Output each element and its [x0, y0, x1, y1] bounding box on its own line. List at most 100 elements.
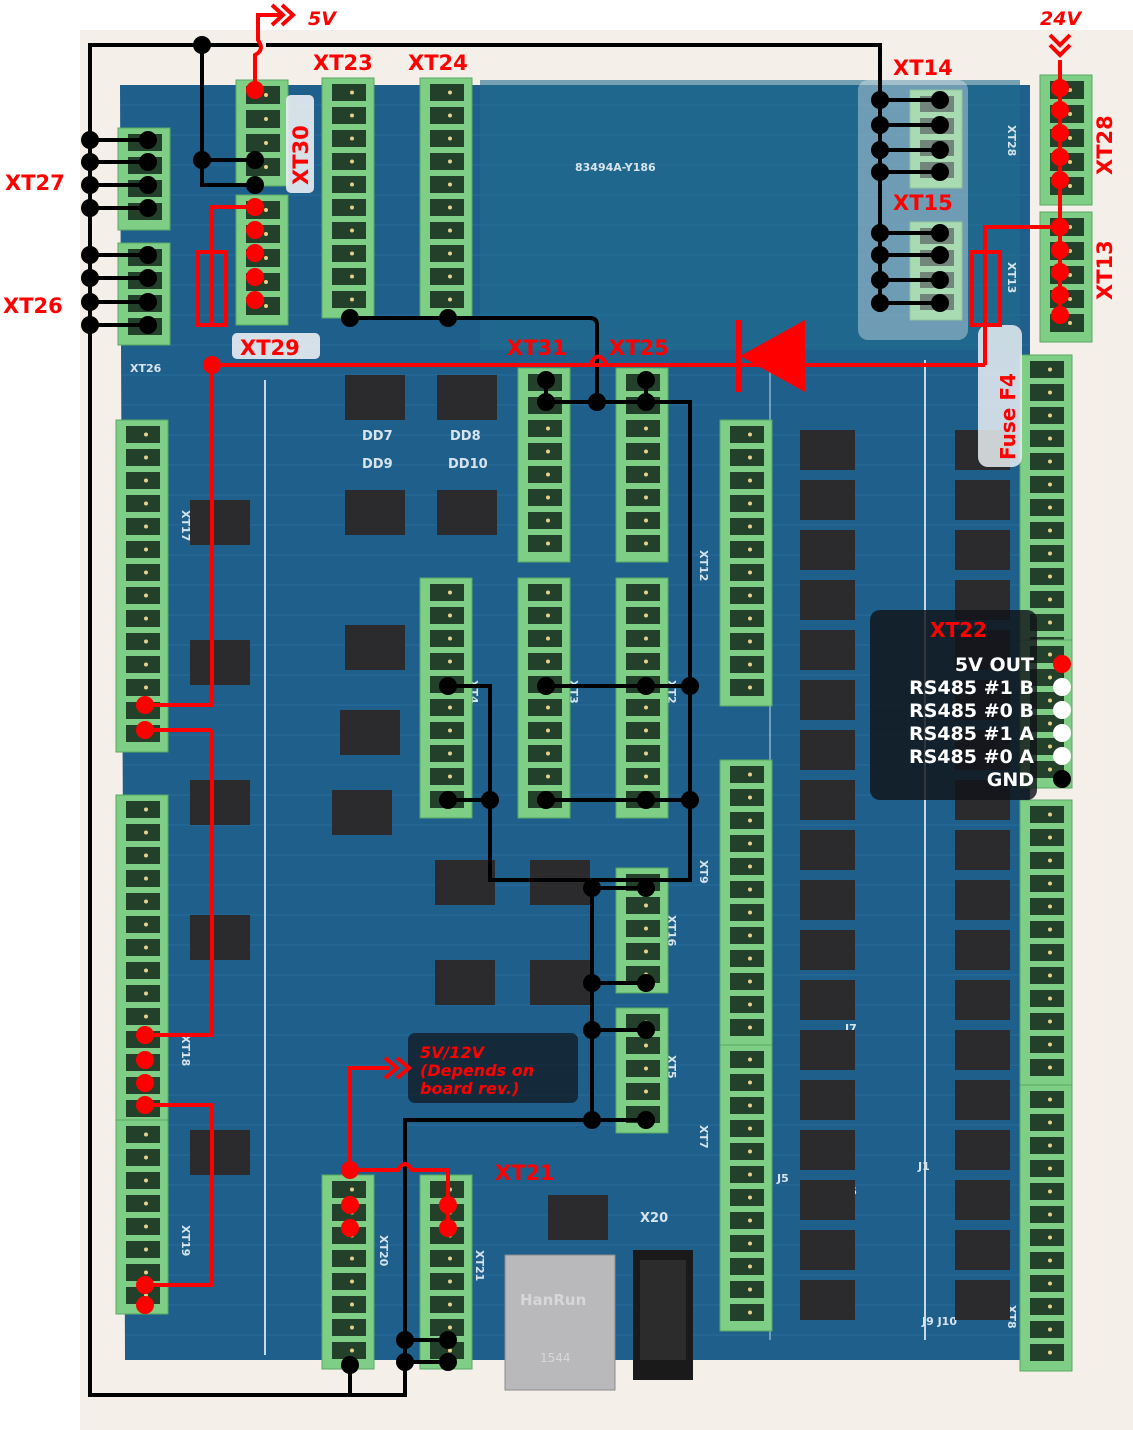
optocoupler [955, 1230, 1010, 1270]
terminal-pin [730, 1235, 764, 1252]
ic-chip [190, 915, 250, 960]
ground-node [139, 131, 157, 149]
terminal-pin [1030, 1183, 1064, 1200]
optocoupler [955, 930, 1010, 970]
terminal-pin [626, 420, 660, 437]
terminal-pin [730, 1074, 764, 1091]
xt25-label: XT25 [609, 336, 669, 360]
terminal-pin [332, 1181, 366, 1198]
terminal-pin [126, 870, 160, 887]
terminal-pin [730, 789, 764, 806]
ground-node [583, 974, 601, 992]
ic-dd8-label: DD8 [450, 429, 481, 444]
terminal-pin [626, 943, 660, 960]
optocoupler [800, 480, 855, 520]
optocoupler [955, 1180, 1010, 1220]
power-node [136, 1074, 154, 1092]
terminal-pin [730, 564, 764, 581]
terminal-block [1019, 1084, 1073, 1372]
terminal-pin [1030, 967, 1064, 984]
terminal-pin [1030, 852, 1064, 869]
silk-xt28: XT28 [1005, 125, 1018, 156]
ic-chip [340, 710, 400, 755]
optocoupler [800, 830, 855, 870]
power-node [136, 1026, 154, 1044]
terminal-pin [626, 897, 660, 914]
optocoupler [955, 1030, 1010, 1070]
terminal-pin [730, 656, 764, 673]
ground-node [681, 791, 699, 809]
terminal-pin [528, 466, 562, 483]
terminal-pin [430, 607, 464, 624]
terminal-pin [730, 1143, 764, 1160]
terminal-pin [1030, 944, 1064, 961]
terminal-pin [332, 268, 366, 285]
power-node [136, 1096, 154, 1114]
power-node [246, 268, 264, 286]
ethernet-jack: HanRun 1544 [504, 1254, 616, 1391]
terminal-block [719, 419, 773, 707]
terminal-pin [332, 245, 366, 262]
terminal-pin [126, 824, 160, 841]
xt22-pin-label: RS485 #0 B [909, 700, 1034, 722]
terminal-pin [332, 84, 366, 101]
terminal-pin [126, 1241, 160, 1258]
terminal-pin [126, 962, 160, 979]
ic-chip [190, 500, 250, 545]
optocoupler [955, 530, 1010, 570]
terminal-pin [430, 653, 464, 670]
terminal-pin [528, 745, 562, 762]
ground-node [439, 1331, 457, 1349]
ground-node [537, 791, 555, 809]
ground-node [583, 1111, 601, 1129]
ground-node [637, 1021, 655, 1039]
terminal-pin [1030, 1206, 1064, 1223]
terminal-pin [626, 489, 660, 506]
terminal-pin [730, 904, 764, 921]
power-node [246, 244, 264, 262]
power-node [1051, 148, 1069, 166]
power-node [136, 1276, 154, 1294]
ground-node [931, 116, 949, 134]
ground-node [139, 316, 157, 334]
ground-node [931, 163, 949, 181]
silk-xt18: XT18 [179, 1035, 192, 1066]
ic-chip [435, 960, 495, 1005]
terminal-pin [332, 222, 366, 239]
ground-node [81, 176, 99, 194]
terminal-pin [730, 835, 764, 852]
optocoupler [800, 1080, 855, 1120]
optocoupler [800, 1130, 855, 1170]
terminal-pin [332, 1250, 366, 1267]
power-node [136, 721, 154, 739]
rail-24v-label: 24V [1040, 8, 1082, 30]
silk-xt12: XT12 [697, 550, 710, 581]
terminal-block [615, 577, 669, 819]
power-node [246, 291, 264, 309]
ground-node [588, 393, 606, 411]
terminal-pin [126, 1264, 160, 1281]
ic-chip [437, 375, 497, 420]
terminal-pin [1030, 407, 1064, 424]
terminal-pin [1030, 1344, 1064, 1361]
ground-node [439, 677, 457, 695]
terminal-pin [332, 291, 366, 308]
terminal-pin [430, 1296, 464, 1313]
power-node [136, 1051, 154, 1069]
jack-brand: HanRun [520, 1291, 586, 1309]
terminal-pin [430, 153, 464, 170]
terminal-pin [1030, 384, 1064, 401]
ground-node [341, 309, 359, 327]
ic-chip [435, 860, 495, 905]
terminal-pin [730, 1051, 764, 1068]
optocoupler [800, 1280, 855, 1320]
terminal-pin [430, 199, 464, 216]
terminal-pin [528, 420, 562, 437]
terminal-pin [730, 950, 764, 967]
terminal-block [321, 77, 375, 319]
terminal-pin [730, 633, 764, 650]
terminal-pin [626, 1060, 660, 1077]
terminal-pin [528, 630, 562, 647]
ground-node [931, 141, 949, 159]
ground-node [139, 293, 157, 311]
